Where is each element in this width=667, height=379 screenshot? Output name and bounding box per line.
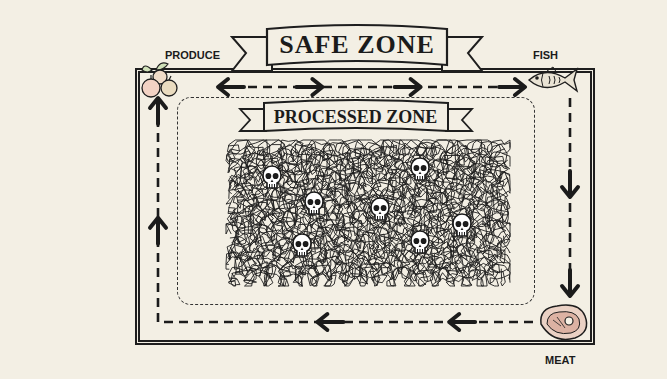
zone-frame: SAFE ZONEPROCESSED ZONE <box>135 68 595 345</box>
scribble-mass <box>226 140 510 286</box>
arrow-head <box>150 98 166 124</box>
skull-group <box>263 158 471 256</box>
skull-symbol <box>305 192 323 214</box>
skull-symbol <box>293 234 311 256</box>
arrow-head <box>317 314 343 330</box>
skull-symbol <box>371 198 389 220</box>
station-label: FISH <box>533 48 573 62</box>
meat-icon <box>535 298 591 346</box>
arrow-head <box>395 79 421 95</box>
skull-symbol <box>453 214 471 236</box>
skull-symbol <box>411 158 429 180</box>
arrow-head <box>150 218 166 244</box>
station-label: PRODUCE <box>165 48 225 62</box>
scribble-line <box>226 140 510 286</box>
produce-icon <box>138 60 182 100</box>
flow-arrow <box>562 98 578 296</box>
dashed-path <box>158 98 533 322</box>
station-label: MEAT <box>545 353 589 367</box>
produce-station: PRODUCE <box>138 46 218 98</box>
skull-symbol <box>263 166 281 188</box>
arrow-head <box>499 79 525 95</box>
arrow-head <box>296 79 322 95</box>
fish-icon <box>525 64 581 96</box>
arrow-head <box>562 171 578 197</box>
arrow-head <box>562 270 578 296</box>
arrow-head <box>449 314 475 330</box>
flow-arrow <box>218 79 525 95</box>
meat-station: MEAT <box>533 296 593 368</box>
zone-box: PROCESSED ZONE <box>177 97 535 305</box>
skull-symbol <box>411 231 429 253</box>
flow-arrow <box>150 98 533 330</box>
dashed-path <box>218 86 525 89</box>
fish-station: FISH <box>525 46 581 98</box>
dashed-path <box>569 98 572 296</box>
arrow-head <box>218 79 244 95</box>
zone-title: PROCESSED ZONE <box>178 105 533 129</box>
